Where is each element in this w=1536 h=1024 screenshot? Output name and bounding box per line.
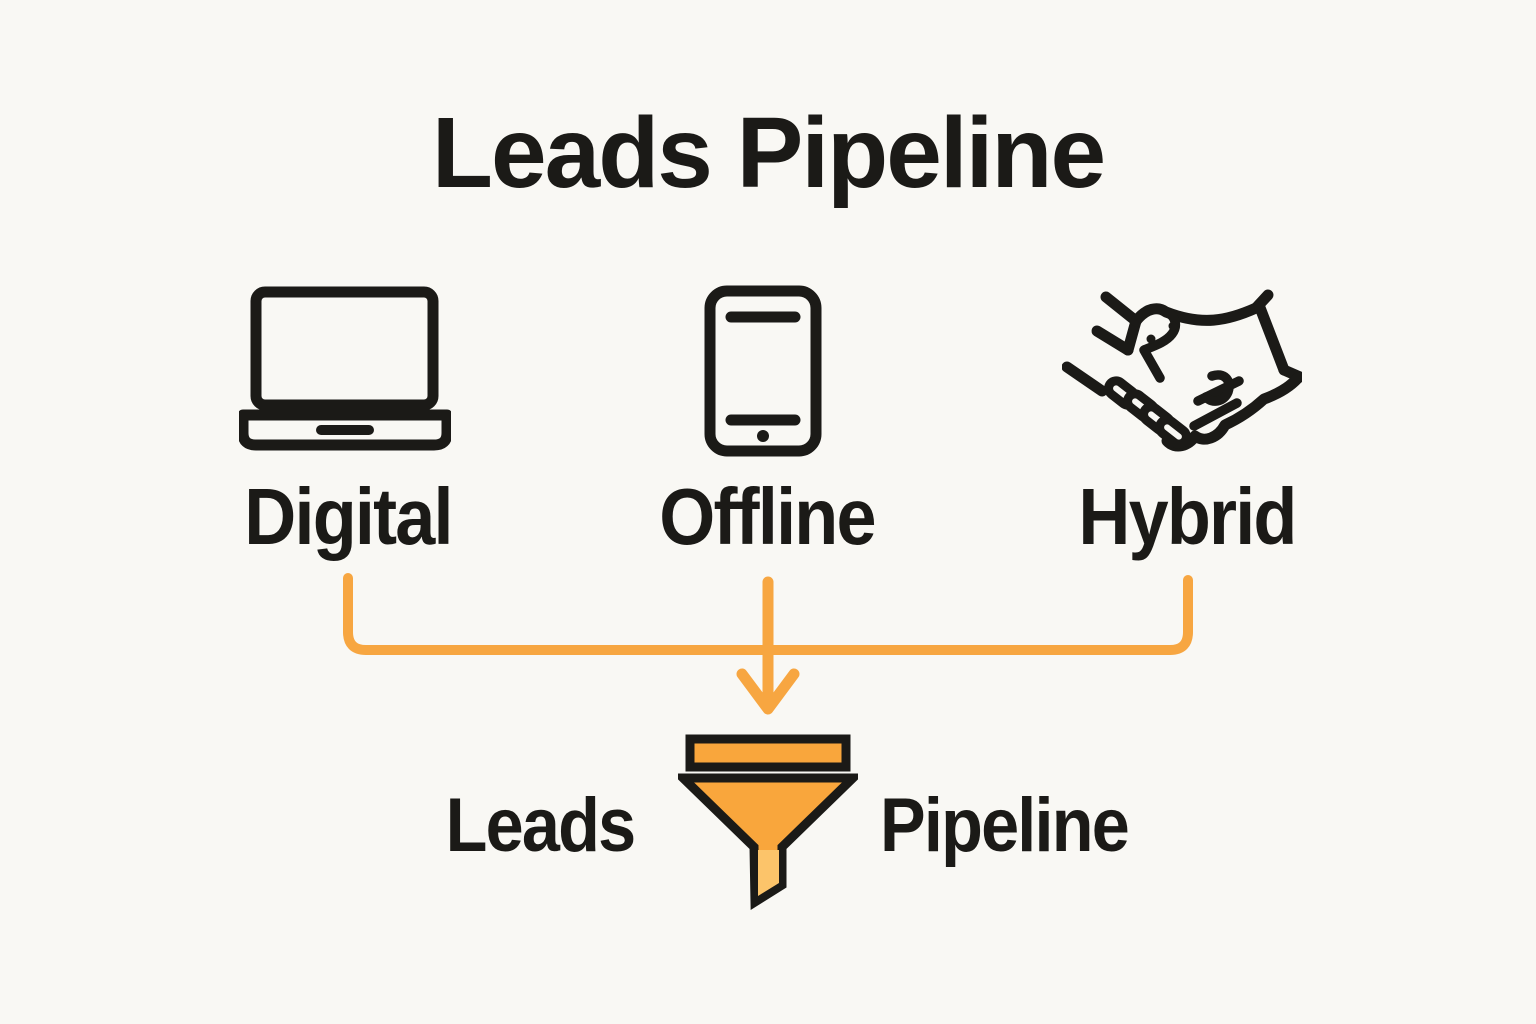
source-label-digital: Digital [244,472,453,561]
smartphone-icon [704,285,822,457]
source-label-offline: Offline [659,472,876,561]
page-title: Leads Pipeline [431,97,1106,209]
laptop-icon [239,286,451,451]
arrow-down-icon [736,668,800,715]
funnel-icon [678,734,858,911]
funnel-left-label: Leads [445,783,636,868]
handshake-icon [1062,289,1302,452]
source-label-hybrid: Hybrid [1078,472,1297,561]
funnel-right-label: Pipeline [880,783,1130,868]
